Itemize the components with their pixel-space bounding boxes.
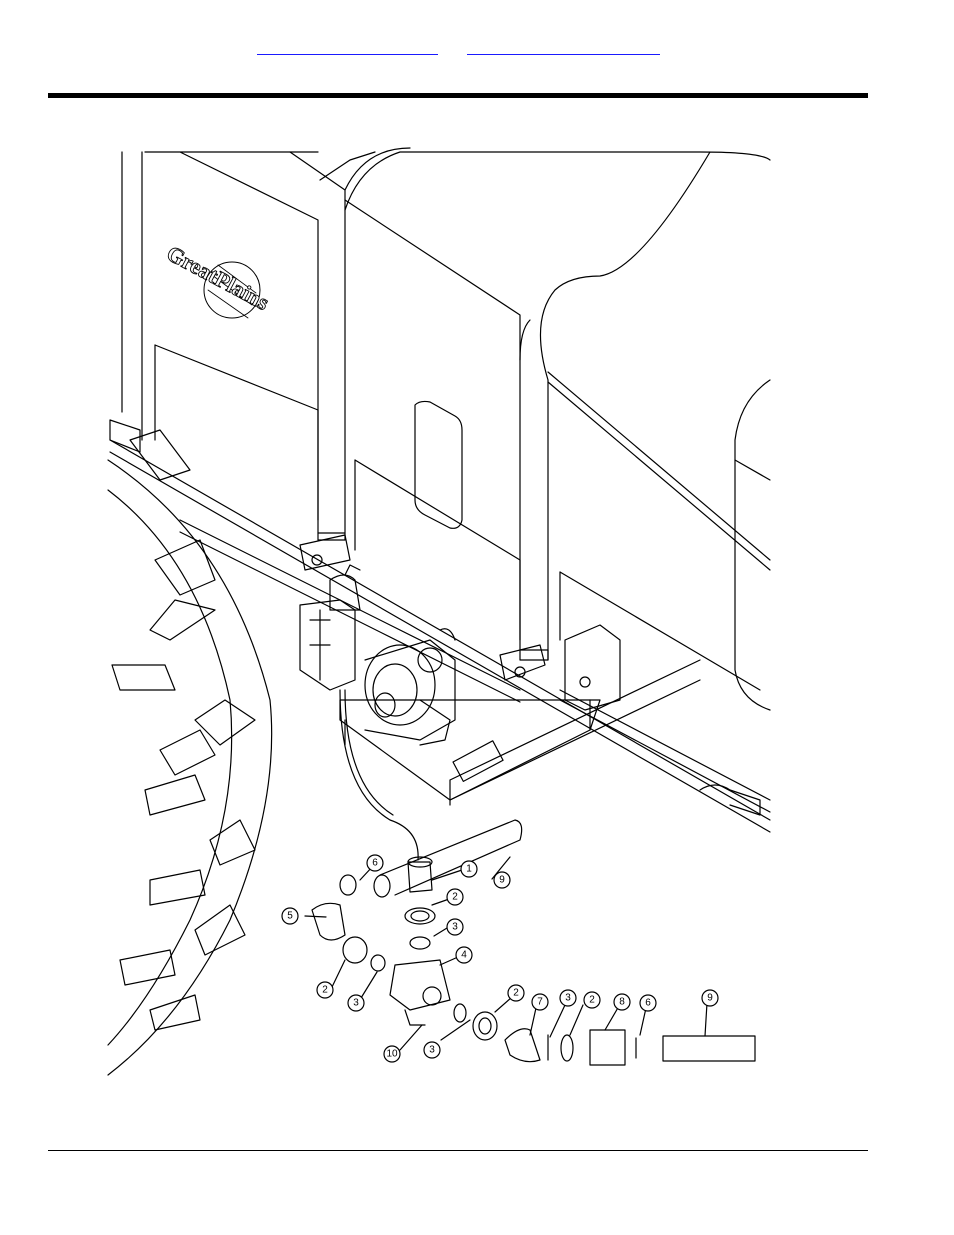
callout-2: 2 [452,892,458,903]
callout-8: 8 [619,997,625,1008]
callout-3: 3 [429,1045,435,1056]
callout-2: 2 [513,988,519,999]
callout-9: 9 [499,875,505,886]
callouts [282,855,718,1062]
callout-3: 3 [353,998,359,1009]
callout-3: 3 [452,922,458,933]
great-plains-logo: GreatPlains [163,240,274,318]
callout-4: 4 [461,950,467,961]
callout-2: 2 [322,985,328,996]
callout-1: 1 [466,864,472,875]
tire [108,430,272,1075]
callout-2: 2 [589,995,595,1006]
callout-3: 3 [565,993,571,1004]
callout-5: 5 [287,911,293,922]
frame [110,420,770,832]
pump-assembly [300,565,455,860]
callout-9: 9 [707,993,713,1004]
footer-rule [48,1150,868,1151]
callout-7: 7 [537,997,543,1008]
tank-assembly [122,148,770,710]
callout-10: 10 [386,1049,398,1060]
callout-6: 6 [645,998,651,1009]
callout-6: 6 [372,858,378,869]
